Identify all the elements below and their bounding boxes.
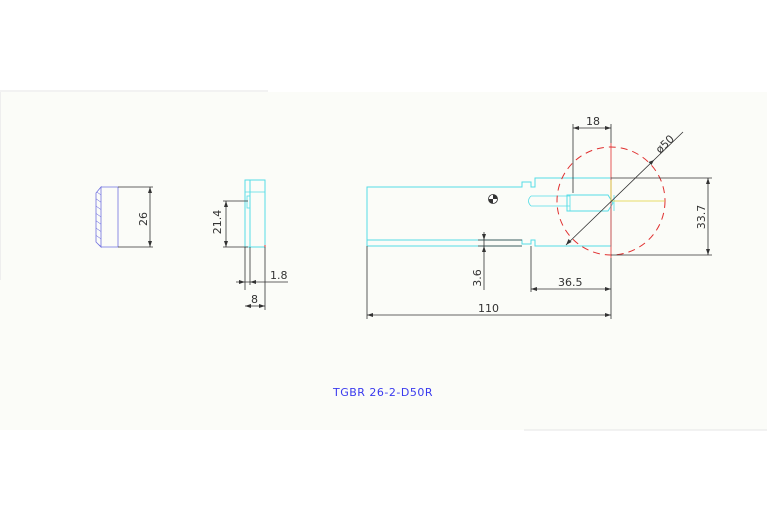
end-view-height-dimension: 26 [137, 212, 150, 226]
side-view-offset-dimension: 1.8 [270, 269, 288, 282]
step-height-dimension: 3.6 [471, 269, 484, 287]
head-length-dimension: 36.5 [558, 276, 583, 289]
end-view [95, 185, 153, 248]
side-view-height-dimension: 21.4 [211, 210, 224, 235]
right-height-dimension: 33.7 [695, 205, 708, 230]
side-view-thickness-dimension: 8 [251, 293, 258, 306]
part-number-label: TGBR 26-2-D50R [332, 386, 433, 399]
side-view [223, 179, 288, 310]
main-view [366, 124, 712, 319]
sheet-background [0, 90, 767, 431]
overall-length-dimension: 110 [478, 302, 499, 315]
top-width-dimension: 18 [586, 115, 600, 128]
